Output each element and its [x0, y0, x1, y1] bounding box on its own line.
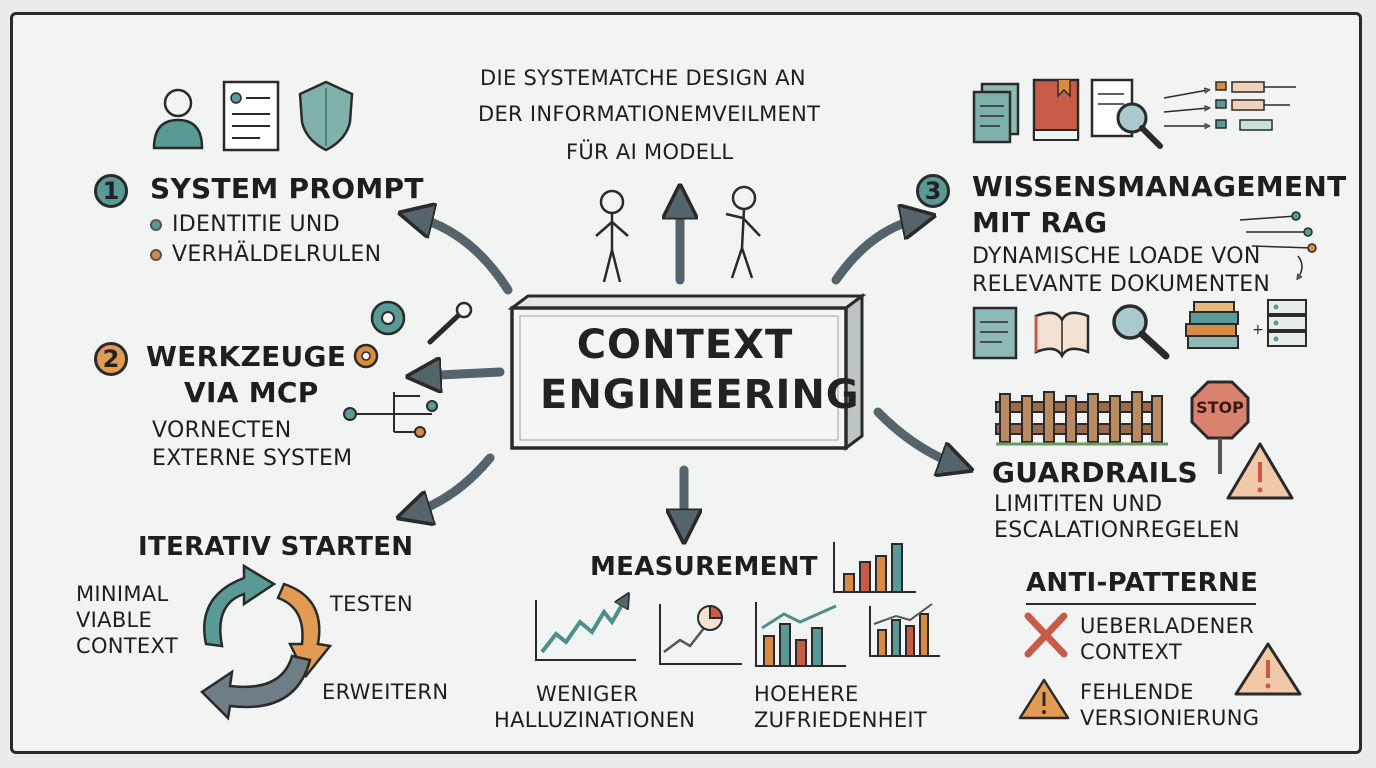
arrow-to-iterativ	[410, 453, 495, 514]
connector-icon	[343, 392, 438, 438]
guardrails-desc-line-2: ESCALATIONREGELEN	[994, 518, 1240, 543]
book-stack-icon: +	[1185, 301, 1264, 349]
svg-text:+: +	[1252, 322, 1264, 338]
search-document-icon	[1090, 78, 1163, 149]
section-3-title-line-1: WISSENSMANAGEMENT	[972, 170, 1347, 203]
section-1-number: 1	[94, 174, 128, 208]
section-3-title-line-2: MIT RAG	[972, 206, 1108, 239]
book-icon	[1032, 78, 1080, 141]
measurement-result-2-line-1: HOEHERE	[754, 682, 859, 706]
antipattern-1-line-2: CONTEXT	[1080, 640, 1182, 664]
warning-orange-icon	[1018, 678, 1070, 720]
stick-figure-left	[595, 189, 629, 283]
center-box	[507, 293, 867, 451]
cycle-arrows-icon	[200, 563, 333, 721]
warning-icon	[1226, 442, 1294, 500]
measurement-result-1-line-1: WENIGER	[536, 682, 639, 706]
database-icon	[1267, 299, 1307, 347]
document-teal-icon	[972, 306, 1018, 360]
center-title-line-1: CONTEXT	[576, 322, 794, 368]
red-x-icon	[1024, 612, 1068, 658]
section-1-item-1-text: IDENTITIE UND	[172, 212, 340, 237]
section-2-title-line-1: WERKZEUGE	[146, 340, 347, 373]
warning-large-icon	[1234, 642, 1302, 696]
open-book-icon	[1034, 311, 1090, 359]
section-3-desc-line-1: DYNAMISCHE LOADE VON	[972, 244, 1261, 269]
pie-line-chart-icon	[659, 604, 742, 665]
stop-sign-text: STOP	[1196, 398, 1244, 417]
section-2-title-line-2: VIA MCP	[184, 376, 319, 409]
arrow-to-guardrails	[873, 407, 960, 466]
center-title-line-2: ENGINEERING	[540, 372, 860, 418]
iterativ-step-1-line-2: VIABLE	[76, 608, 153, 632]
iterativ-title: ITERATIV STARTEN	[138, 532, 414, 562]
section-1-item-2: VERHÄLDELRULEN	[150, 242, 381, 267]
section-3-number: 3	[916, 174, 950, 208]
iterativ-step-2: TESTEN	[330, 592, 414, 616]
measurement-title: MEASUREMENT	[590, 552, 818, 582]
bar-chart-small-icon	[869, 603, 940, 657]
magnifier-icon	[1112, 304, 1170, 360]
section-1-item-1: IDENTITIE UND	[150, 212, 340, 237]
document-icon	[222, 80, 280, 152]
section-1-title: SYSTEM PROMPT	[150, 172, 424, 205]
fence-icon	[995, 391, 1168, 446]
section-3-desc-line-2: RELEVANTE DOKUMENTEN	[972, 272, 1271, 297]
network-dots-icon	[1239, 211, 1317, 278]
iterativ-step-1-line-1: MINIMAL	[76, 582, 169, 606]
iterativ-step-1-line-3: CONTEXT	[76, 634, 178, 658]
data-flow-icon	[1163, 81, 1296, 131]
section-1-item-2-text: VERHÄLDELRULEN	[172, 242, 382, 267]
bar-line-chart-icon	[755, 602, 846, 667]
stop-sign-icon	[1190, 380, 1250, 474]
bullet-icon	[150, 249, 162, 261]
arrow-to-system-prompt	[412, 216, 513, 295]
headline-line-1: DIE SYSTEMATCHE DESIGN AN	[480, 66, 806, 90]
antipattern-2-line-2: VERSIONIERUNG	[1080, 706, 1260, 730]
center-title: CONTEXT ENGINEERING	[540, 320, 860, 420]
bar-chart-top-icon	[833, 542, 916, 593]
section-2-number: 2	[94, 342, 128, 376]
arrow-to-rag	[831, 218, 922, 285]
arrow-to-werkzeuge	[420, 372, 505, 376]
antipatterns-title: ANTI-PATTERNE	[1026, 568, 1259, 598]
wrench-icon	[427, 301, 473, 345]
shield-icon	[298, 80, 354, 152]
gear-icon	[353, 300, 406, 369]
antipattern-2-line-1: FEHLENDE	[1080, 680, 1194, 704]
user-icon	[152, 88, 204, 150]
connector-arrows	[410, 198, 960, 530]
section-2-desc-line-1: VORNECTEN	[152, 418, 292, 443]
headline-line-3: FÜR AI MODELL	[566, 140, 734, 164]
headline-line-2: DER INFORMATIONEMVEILMENT	[478, 102, 821, 126]
antipattern-1-line-1: UEBERLADENER	[1080, 614, 1255, 638]
measurement-result-2-line-2: ZUFRIEDENHEIT	[754, 708, 928, 732]
file-stack-icon	[972, 82, 1020, 144]
line-chart-icon	[535, 598, 636, 661]
section-2-desc-line-2: EXTERNE SYSTEM	[152, 446, 353, 471]
stick-figure-right	[725, 185, 761, 279]
bullet-icon	[150, 219, 162, 231]
iterativ-step-3: ERWEITERN	[322, 680, 449, 704]
guardrails-desc-line-1: LIMITITEN UND	[994, 492, 1163, 517]
guardrails-title: GUARDRAILS	[992, 456, 1198, 489]
measurement-result-1-line-2: HALLUZINATIONEN	[494, 708, 696, 732]
